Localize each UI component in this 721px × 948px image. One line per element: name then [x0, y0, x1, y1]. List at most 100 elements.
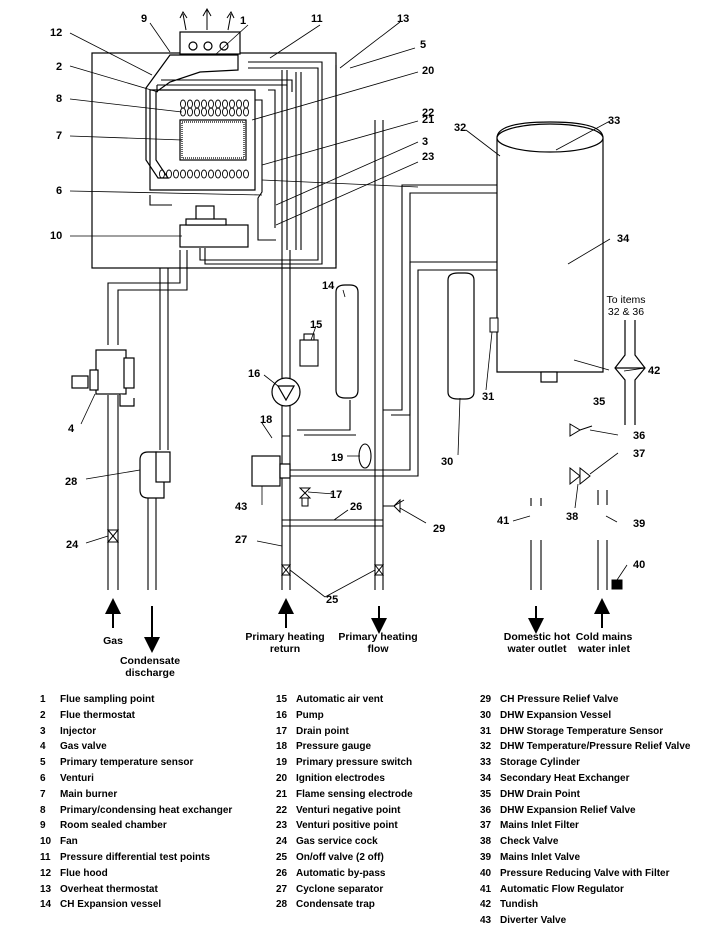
- legend-text: Venturi negative point: [296, 804, 401, 816]
- legend-item: 5 Primary temperature sensor: [40, 755, 232, 771]
- legend-text: Gas valve: [60, 741, 107, 753]
- automatic-air-vent: [299, 333, 319, 367]
- callout-33: 33: [608, 115, 620, 127]
- legend-number: 3: [40, 725, 46, 737]
- callout-14: 14: [322, 280, 335, 292]
- callout-28: 28: [65, 476, 77, 488]
- legend-text: DHW Drain Point: [500, 788, 580, 800]
- callout-18: 18: [260, 414, 272, 426]
- gas-pipe: [107, 250, 188, 590]
- callout-41: 41: [497, 515, 509, 527]
- gas-service-cock: [106, 529, 120, 543]
- legend-number: 36: [480, 804, 492, 816]
- callout-8: 8: [56, 93, 62, 105]
- primary-heating-return-label: Primary heating: [245, 631, 324, 643]
- pipe-captions: Gas Condensate discharge Primary heating…: [103, 294, 645, 679]
- legend-number: 25: [276, 851, 288, 863]
- legend-text: Automatic by-pass: [296, 867, 386, 879]
- legend-number: 32: [480, 741, 492, 753]
- callout-36: 36: [633, 430, 645, 442]
- legend-text: Main burner: [60, 788, 118, 800]
- condensate-trap: [139, 451, 171, 499]
- ch-pressure-relief-valve: [383, 498, 405, 514]
- callout-26: 26: [350, 501, 362, 513]
- legend-number: 17: [276, 725, 288, 737]
- callout-22: 22: [422, 107, 434, 119]
- drain-point: [298, 487, 312, 507]
- primary-heating-flow-label: Primary heating: [338, 631, 417, 643]
- callout-29: 29: [433, 523, 445, 535]
- legend-text: Mains Inlet Valve: [500, 851, 581, 863]
- callout-16: 16: [248, 368, 260, 380]
- callout-19: 19: [331, 452, 343, 464]
- legend-text: Mains Inlet Filter: [500, 820, 579, 832]
- legend-text: Storage Cylinder: [500, 757, 581, 769]
- flue-hood: [145, 54, 239, 179]
- condensate-pipe: [147, 268, 169, 590]
- legend-number: 26: [276, 867, 288, 879]
- legend-number: 38: [480, 836, 492, 848]
- to-items-label-2: 32 & 36: [608, 306, 644, 318]
- legend-text: Primary temperature sensor: [60, 757, 194, 769]
- callout-5: 5: [420, 39, 426, 51]
- callout-7: 7: [56, 130, 62, 142]
- legend-number: 1: [40, 694, 46, 705]
- pressure-reducing-valve: [611, 579, 623, 590]
- legend-number: 18: [276, 741, 288, 753]
- boiler-system-diagram: 1 2 3 4 5 6 7 8 9 10 11 12 13 14 15 16 1…: [50, 7, 660, 679]
- callout-40: 40: [633, 559, 645, 571]
- legend-text: Overheat thermostat: [60, 883, 158, 895]
- legend-number: 16: [276, 709, 288, 721]
- callout-9: 9: [141, 13, 147, 25]
- legend-item: 15 Automatic air vent: [276, 692, 413, 708]
- legend-text: DHW Storage Temperature Sensor: [500, 725, 664, 737]
- flow-arrows: [105, 598, 610, 653]
- legend-number: 35: [480, 788, 492, 800]
- legend-text: Diverter Valve: [500, 915, 567, 927]
- on-off-valves: [280, 564, 385, 576]
- callout-3: 3: [422, 136, 428, 148]
- callout-25: 25: [326, 594, 338, 606]
- dhw-pipes: [530, 490, 608, 590]
- legend-number: 15: [276, 694, 288, 705]
- legend-number: 21: [276, 788, 288, 800]
- callout-37: 37: [633, 448, 645, 460]
- callout-38: 38: [566, 511, 578, 523]
- legend-number: 9: [40, 820, 46, 832]
- callout-27: 27: [235, 534, 247, 546]
- legend-text: Drain point: [296, 725, 349, 737]
- heat-exchanger-tubes: [159, 99, 249, 179]
- legend-number: 8: [40, 804, 46, 816]
- storage-cylinder: [496, 121, 604, 383]
- legend-text: Injector: [60, 725, 97, 737]
- dhw-storage-temperature-sensor: [489, 317, 499, 333]
- legend-number: 10: [40, 836, 52, 848]
- primary-pipes: [281, 120, 384, 590]
- legend-number: 5: [40, 757, 46, 769]
- gas-label: Gas: [103, 635, 123, 647]
- dhw-expansion-vessel: [447, 272, 475, 400]
- legend-text: Automatic air vent: [296, 694, 384, 705]
- legend-number: 30: [480, 709, 492, 721]
- callout-35: 35: [593, 396, 605, 408]
- legend-text: Primary/condensing heat exchanger: [60, 804, 233, 816]
- legend-text: Flame sensing electrode: [296, 788, 413, 800]
- legend-text: Tundish: [500, 899, 539, 911]
- legend-number: 28: [276, 899, 288, 911]
